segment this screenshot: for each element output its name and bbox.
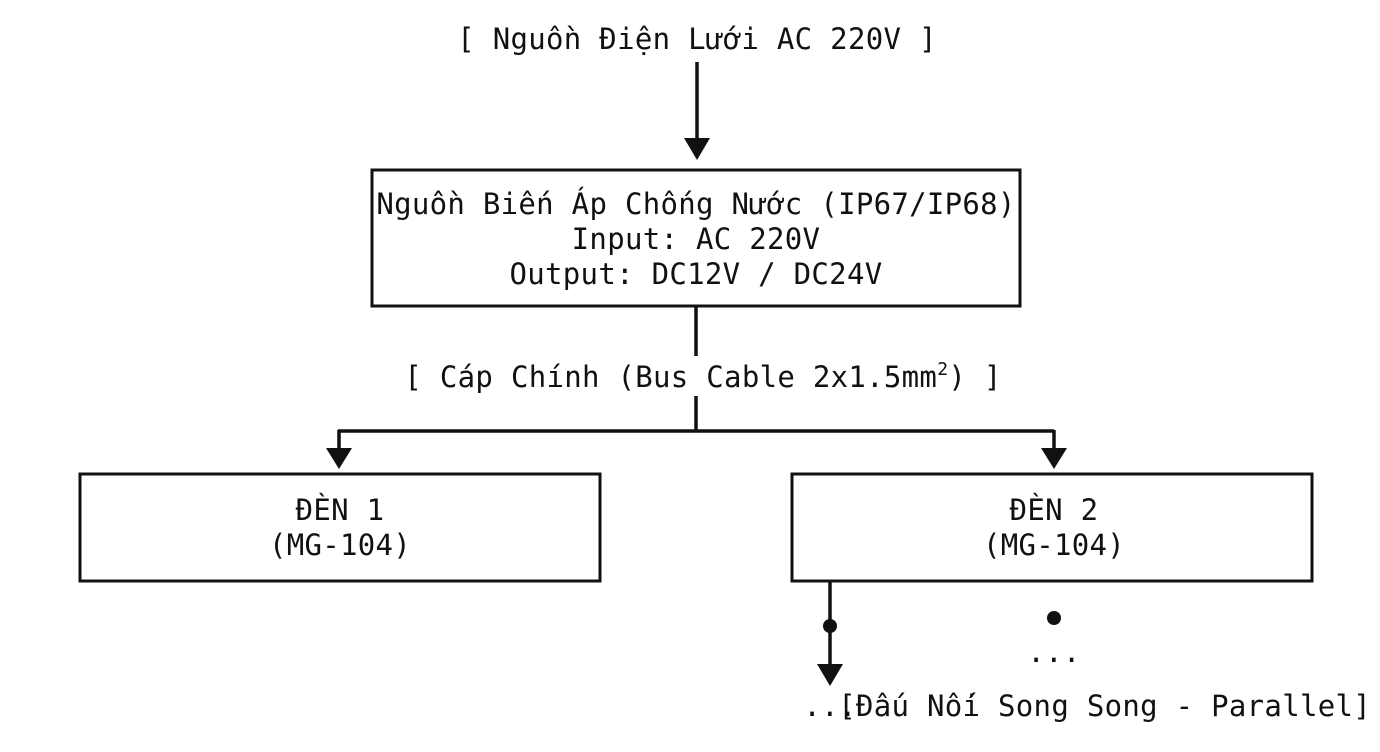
mains-source-label: [ Nguồn Điện Lưới AC 220V ] [457, 22, 937, 56]
transformer-input: Input: AC 220V [572, 222, 821, 256]
lamp2-continuation-arrowhead [817, 664, 843, 686]
lamp1-name: ĐÈN 1 [296, 493, 385, 527]
lamp2-model: (MG-104) [983, 528, 1125, 562]
bus-cable-label: [ Cáp Chính (Bus Cable 2x1.5mm2) ] [404, 359, 1001, 394]
lamp1-model: (MG-104) [269, 528, 411, 562]
branch-to-lamp2-arrowhead [1041, 448, 1067, 469]
lamp2-name: ĐÈN 2 [1010, 493, 1099, 527]
parallel-ellipsis: ... [803, 689, 856, 723]
mains-to-transformer-arrowhead [684, 138, 710, 160]
lamp1-box [78, 472, 602, 583]
more-lamps-dot [1047, 611, 1061, 625]
bus-cable-label-prefix: [ Cáp Chính (Bus Cable 2x1.5mm [404, 360, 937, 394]
parallel-connection-label: [Đấu Nối Song Song - Parallel] [838, 689, 1371, 723]
transformer-title: Nguồn Biến Áp Chống Nước (IP67/IP68) [376, 187, 1015, 221]
bus-cable-label-superscript: 2 [937, 359, 948, 380]
lamp2-box [790, 472, 1314, 583]
more-lamps-ellipsis: ... [1027, 635, 1080, 669]
lamp2-junction-dot [823, 619, 837, 633]
branch-to-lamp1-arrowhead [326, 448, 352, 469]
bus-cable-label-suffix: ) ] [948, 360, 1001, 394]
transformer-output: Output: DC12V / DC24V [510, 257, 883, 291]
